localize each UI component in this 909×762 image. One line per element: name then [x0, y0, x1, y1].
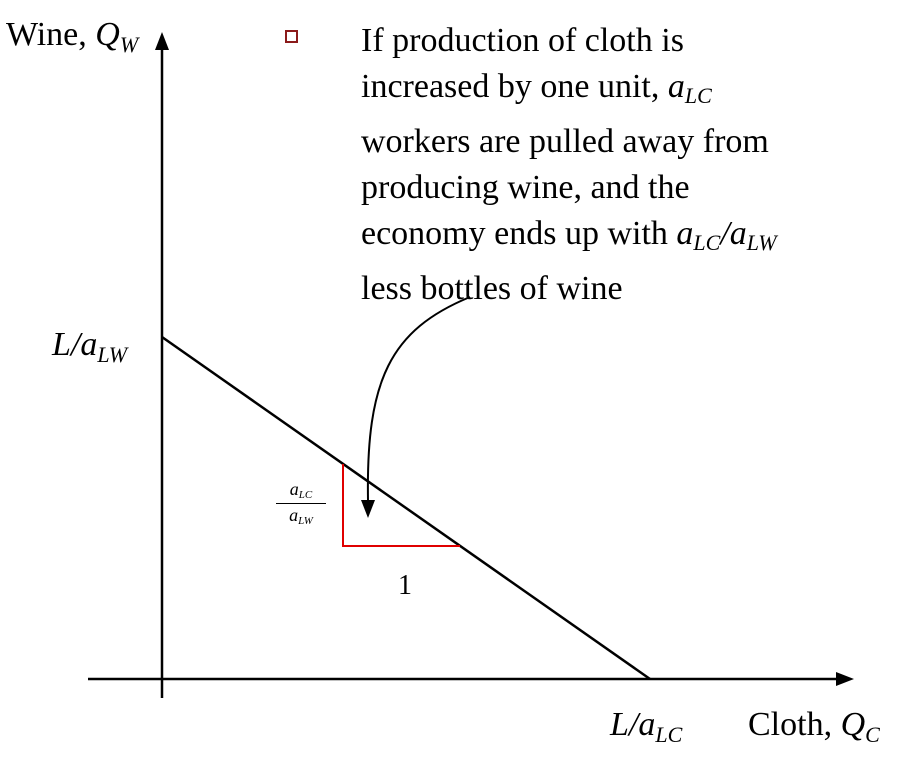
slope-fraction: aLC aLW	[276, 478, 326, 529]
y-intercept-label: L/aLW	[52, 326, 128, 367]
slope-numerator: aLC	[276, 478, 326, 504]
note-line-6: less bottles of wine	[361, 270, 623, 307]
pointer-arrowhead	[361, 500, 375, 518]
y-axis-label: Wine, QW	[6, 16, 139, 57]
ppf-line	[161, 335, 651, 681]
y-axis-arrow	[155, 32, 169, 50]
slope-denominator: aLW	[289, 505, 313, 527]
note-line-3: workers are pulled away from	[361, 123, 769, 160]
note-line-4: producing wine, and the	[361, 169, 690, 206]
bullet-square-icon	[285, 30, 298, 43]
x-axis-label: Cloth, QC	[748, 706, 880, 747]
pointer-arrow	[366, 296, 471, 501]
x-intercept-label: L/aLC	[610, 706, 683, 747]
slope-run-label: 1	[398, 570, 412, 601]
note-line-2: increased by one unit, aLC	[361, 68, 712, 108]
note-line-5: economy ends up with aLC/aLW	[361, 215, 777, 255]
slope-triangle	[342, 464, 460, 547]
x-axis-arrow	[836, 672, 854, 686]
note-line-1: If production of cloth is	[361, 22, 684, 59]
explanation-note: If production of cloth is increased by o…	[361, 18, 881, 312]
